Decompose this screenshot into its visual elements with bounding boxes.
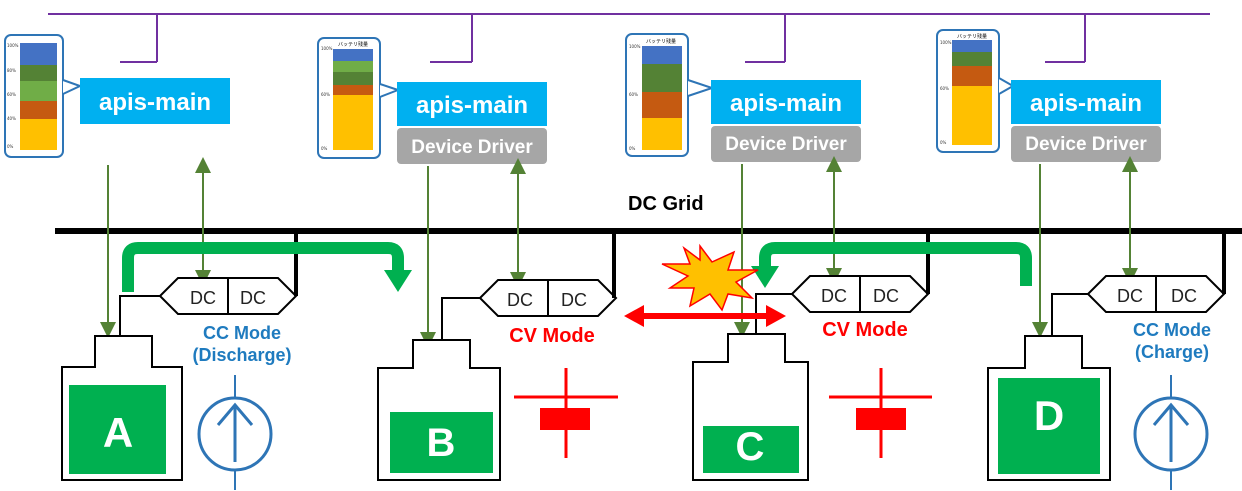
apis-main-box	[711, 80, 861, 124]
node-a: 100% 80% 60% 40% 0% apis-main DC DC A	[4, 14, 298, 490]
dc-dc-converter: DC DC	[1086, 275, 1226, 313]
svg-text:60%: 60%	[629, 92, 638, 97]
svg-text:バッテリ残量: バッテリ残量	[646, 38, 676, 45]
svg-text:100%: 100%	[940, 40, 952, 45]
power-flow-arrowhead-c	[751, 266, 779, 288]
device-driver-label: Device Driver	[1025, 134, 1147, 155]
svg-text:DC: DC	[1171, 286, 1197, 306]
battery-a: A	[61, 335, 183, 481]
svg-text:0%: 0%	[940, 140, 947, 145]
mode-label-b: CV Mode	[509, 325, 595, 347]
svg-text:60%: 60%	[7, 92, 16, 97]
node-b: バッテリ残量 100% 60% 0% apis-main Device Driv…	[317, 14, 618, 481]
svg-text:0%: 0%	[321, 146, 328, 151]
svg-text:100%: 100%	[7, 43, 19, 48]
voltage-source-icon	[829, 368, 932, 458]
battery-level-panel: バッテリ残量 100% 60% 0%	[317, 37, 401, 159]
mode-sublabel-d: (Charge)	[1135, 342, 1209, 362]
device-driver-box	[397, 128, 547, 164]
svg-text:80%: 80%	[7, 68, 16, 73]
mode-label-d: CC Mode	[1133, 320, 1211, 340]
apis-main-box	[1011, 80, 1161, 124]
battery-c: C	[692, 333, 809, 481]
svg-text:100%: 100%	[629, 44, 641, 49]
svg-text:0%: 0%	[7, 144, 14, 149]
battery-level-panel: 100% 80% 60% 40% 0%	[4, 34, 83, 158]
mode-label-a: CC Mode	[203, 323, 281, 343]
mode-label-c: CV Mode	[822, 319, 908, 341]
power-flow-arrowhead-b	[384, 270, 412, 292]
svg-text:60%: 60%	[321, 92, 330, 97]
dc-grid-label: DC Grid	[628, 193, 704, 215]
svg-text:DC: DC	[561, 290, 587, 310]
apis-main-box	[80, 78, 230, 124]
mode-sublabel-a: (Discharge)	[192, 345, 291, 365]
power-flow-arrow-a-to-b	[122, 242, 404, 292]
battery-b-label: B	[427, 421, 456, 465]
svg-text:バッテリ残量: バッテリ残量	[957, 33, 987, 40]
svg-text:DC: DC	[507, 290, 533, 310]
apis-main-box	[397, 82, 547, 126]
svg-text:100%: 100%	[321, 46, 333, 51]
device-driver-label: Device Driver	[411, 137, 533, 158]
battery-d-label: D	[1034, 392, 1064, 439]
svg-text:DC: DC	[190, 288, 216, 308]
apis-main-label: apis-main	[416, 92, 528, 119]
apis-main-label: apis-main	[1030, 90, 1142, 117]
dc-dc-converter: DC DC	[478, 279, 618, 317]
device-driver-label: Device Driver	[725, 134, 847, 155]
current-source-icon	[1133, 375, 1209, 490]
svg-text:バッテリ残量: バッテリ残量	[338, 41, 368, 48]
dc-dc-converter: DC DC	[158, 277, 298, 315]
power-flow-arrow-d-to-c	[759, 242, 1032, 286]
apis-main-label: apis-main	[99, 89, 211, 116]
device-driver-box	[1011, 126, 1161, 162]
svg-text:60%: 60%	[940, 86, 949, 91]
svg-text:DC: DC	[873, 286, 899, 306]
battery-b: B	[377, 339, 501, 481]
battery-d: D	[987, 335, 1111, 481]
device-driver-box	[711, 126, 861, 162]
svg-text:40%: 40%	[7, 116, 16, 121]
voltage-source-icon	[514, 368, 618, 458]
node-c: バッテリ残量 100% 60% 0% apis-main Device Driv…	[625, 14, 932, 481]
cv-conflict-arrow	[624, 305, 786, 327]
svg-text:DC: DC	[240, 288, 266, 308]
svg-text:DC: DC	[821, 286, 847, 306]
current-source-icon	[197, 375, 273, 490]
svg-text:DC: DC	[1117, 286, 1143, 306]
battery-level-panel: バッテリ残量 100% 60% 0%	[625, 33, 716, 157]
node-d: バッテリ残量 100% 60% 0% apis-main Device Driv…	[936, 14, 1226, 490]
dc-dc-converter: DC DC	[790, 275, 930, 313]
battery-c-label: C	[736, 425, 765, 469]
apis-main-label: apis-main	[730, 90, 842, 117]
conflict-burst-icon	[661, 243, 759, 312]
battery-a-label: A	[103, 409, 133, 456]
battery-level-panel: バッテリ残量 100% 60% 0%	[936, 29, 1016, 153]
svg-text:0%: 0%	[629, 146, 636, 151]
